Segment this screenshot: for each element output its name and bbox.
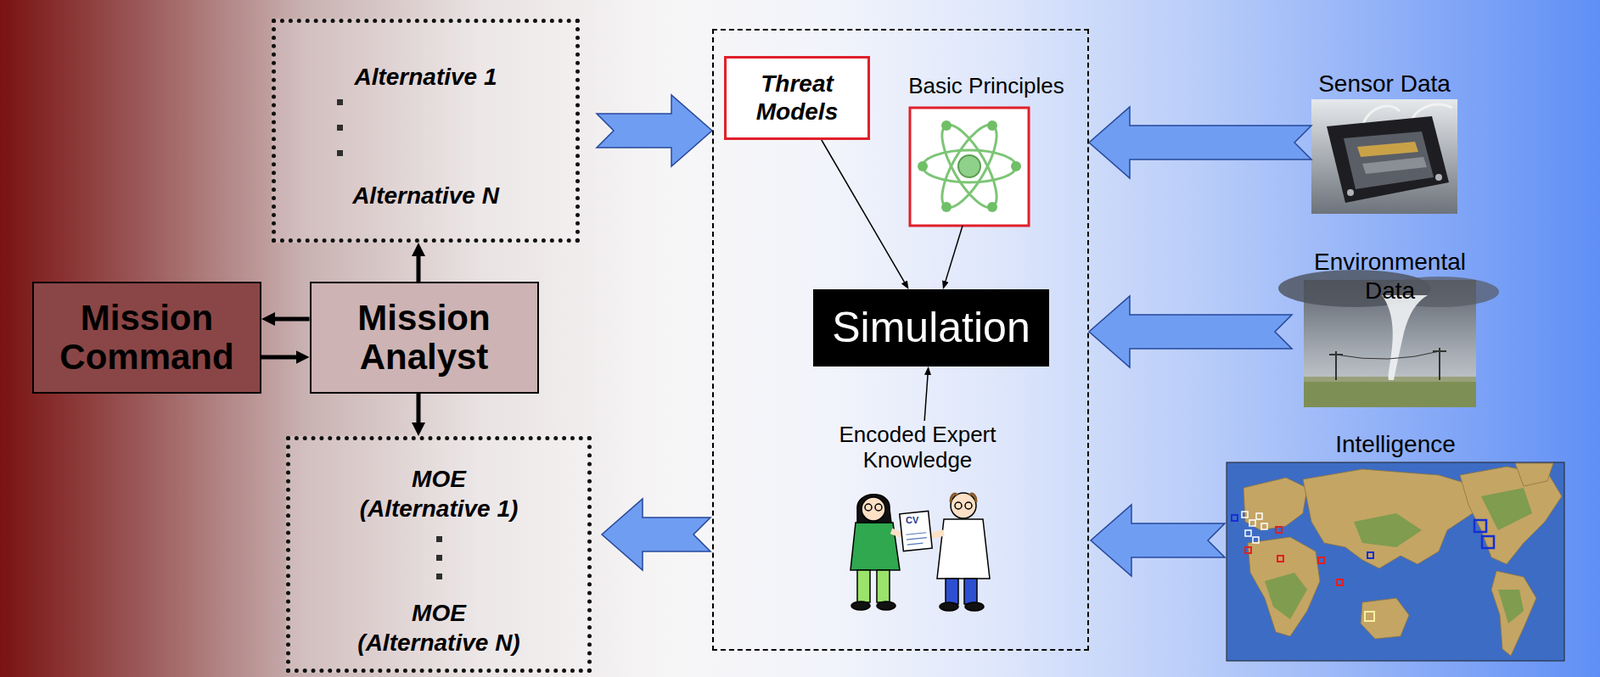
node-text: Encoded Expert Knowledge (832, 422, 1003, 474)
node-text: Alternative N (352, 180, 500, 211)
sensor-data: Sensor Data (1311, 67, 1458, 216)
node-text: Simulation (831, 303, 1030, 354)
node-text: Environmental Data (1296, 247, 1483, 305)
node-text: Mission Analyst (318, 298, 531, 377)
threat-models-box: Threat Models (724, 56, 871, 141)
node-text: MOE (Alternative N) (352, 598, 527, 658)
node-text: Intelligence (1335, 430, 1456, 460)
node-text: Alternative 1 (353, 61, 497, 92)
command-arrow (416, 253, 422, 282)
command-arrow (272, 317, 310, 322)
intelligence: Intelligence (1226, 428, 1565, 662)
experts-cartoon (850, 493, 990, 612)
flow-arrow (596, 95, 713, 167)
basic-principles: Basic Principles (908, 71, 1065, 226)
alternatives-box: Alternative 1 Alternative N (271, 18, 580, 243)
world-map (1226, 462, 1565, 662)
command-arrow (261, 355, 299, 360)
input-arrow (944, 225, 963, 283)
atom-icon (909, 107, 1029, 226)
flow-arrow (1089, 106, 1312, 179)
node-text: Mission Command (40, 298, 253, 377)
node-text: Basic Principles (908, 72, 1065, 100)
sensor-photo (1311, 99, 1458, 214)
environmental-data: Environmental Data (1296, 246, 1483, 408)
moe-box: MOE (Alternative 1) MOE (Alternative N) (286, 436, 592, 674)
node-text: Sensor Data (1318, 69, 1451, 99)
paper-label: CV (905, 516, 919, 526)
flow-arrow (601, 499, 711, 571)
flow-arrow (1089, 296, 1292, 368)
command-arrow (416, 393, 422, 426)
simulation-frame: Threat Models Basic PrinciplesSimulationE… (712, 28, 1090, 652)
flow-arrow (1090, 505, 1225, 577)
simulation-box: Simulation (813, 289, 1050, 367)
input-arrow (924, 373, 928, 422)
input-arrow (821, 140, 906, 284)
node-text: Threat Models (733, 70, 861, 125)
node-text: MOE (Alternative 1) (352, 464, 527, 524)
mission-analyst-box: Mission Analyst (309, 281, 539, 394)
mission-command-box: Mission Command (32, 281, 262, 394)
